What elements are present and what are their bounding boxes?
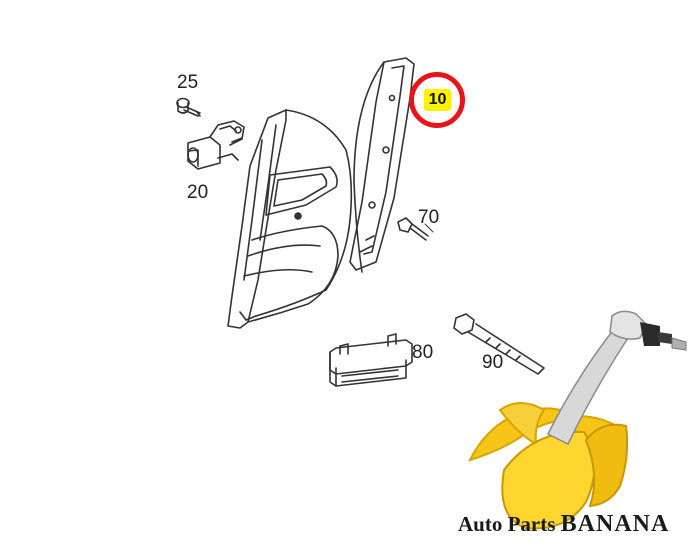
brand-prefix: Auto Parts — [458, 512, 556, 536]
window-motor-20-icon — [187, 120, 245, 170]
highlighted-part-number: 10 — [424, 89, 451, 111]
window-rail-10 — [349, 57, 415, 273]
bolt-25-icon — [176, 97, 201, 117]
highlighted-part-callout: 10 — [409, 72, 465, 128]
part-label-80: 80 — [412, 342, 434, 363]
window-regulator-frame — [227, 109, 353, 329]
cable-tie-90-icon — [453, 313, 545, 375]
part-label-20: 20 — [187, 182, 209, 203]
banana-logo-icon — [468, 310, 687, 530]
brand-watermark-text: Auto Parts BANANA — [458, 511, 669, 538]
clip-80-icon — [329, 333, 413, 387]
brand-name: BANANA — [560, 511, 670, 537]
part-label-90: 90 — [482, 352, 504, 373]
part-label-70: 70 — [418, 207, 440, 228]
bolt-70-icon — [397, 217, 429, 241]
part-label-25: 25 — [177, 72, 199, 93]
